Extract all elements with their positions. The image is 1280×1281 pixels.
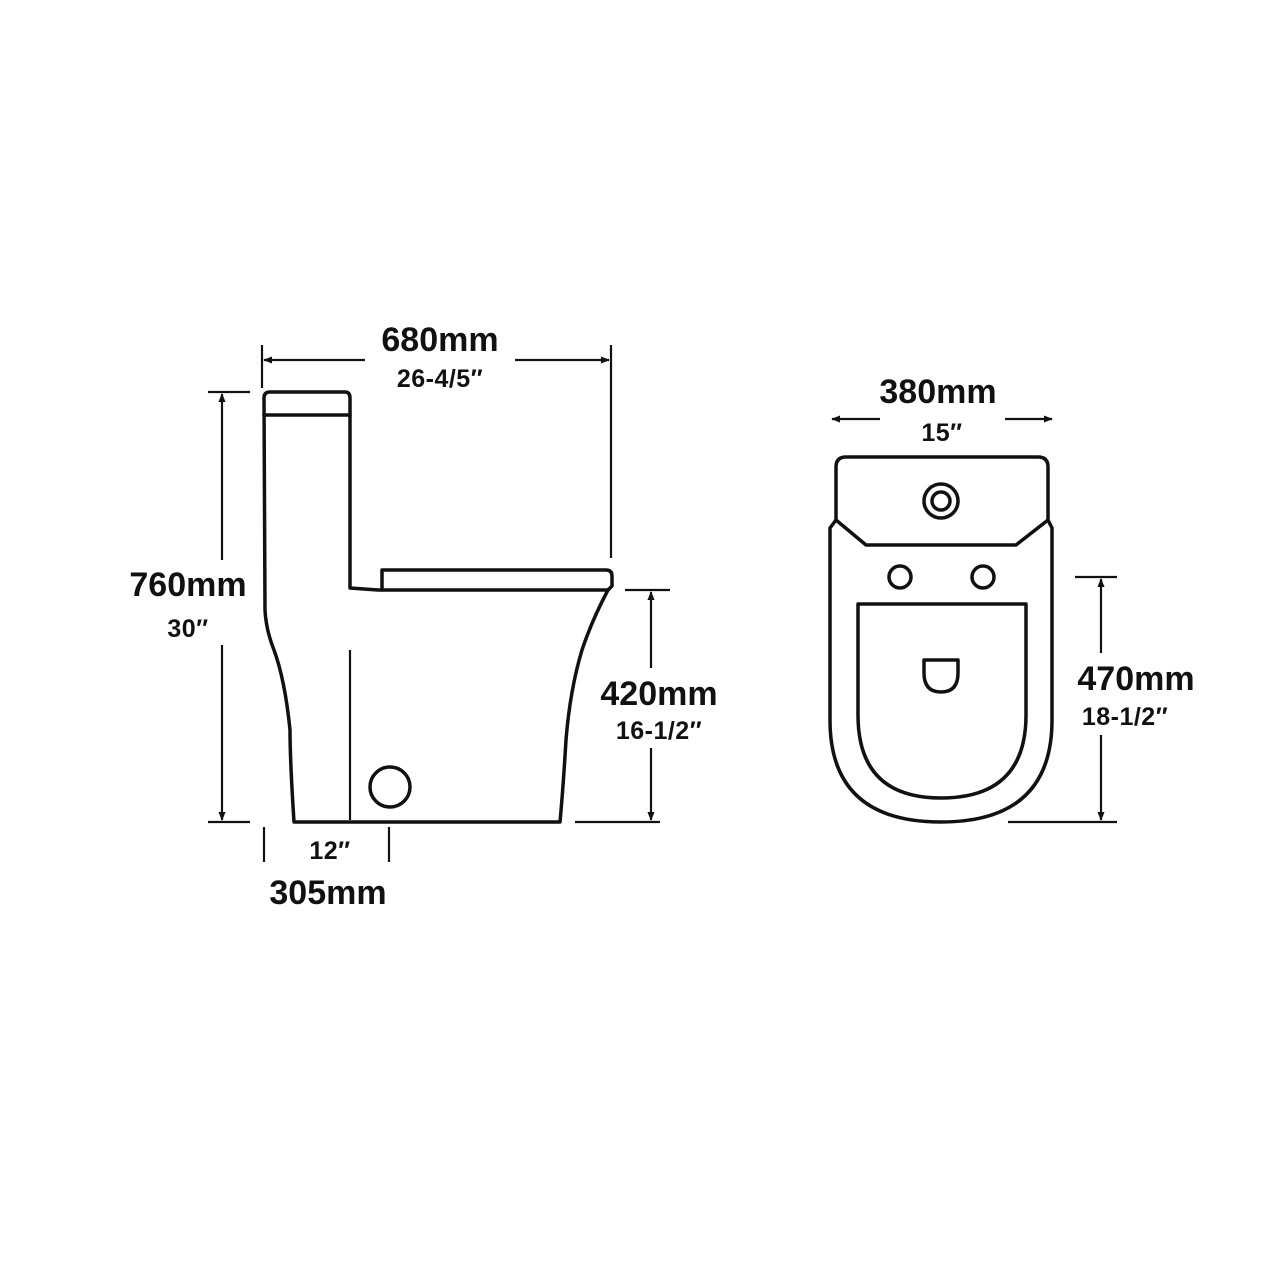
flush-button-outer	[922, 482, 960, 520]
height-inch-label: 30″	[167, 615, 208, 643]
seat-height-mm-label: 420mm	[600, 675, 717, 713]
side-view-toilet-body	[262, 390, 610, 824]
flush-button-inner	[930, 490, 952, 512]
top-view-bowl-inner	[856, 602, 1028, 800]
bowl-length-inch-label: 18-1/2″	[1082, 703, 1168, 731]
rough-in-inch-label: 12″	[309, 837, 350, 865]
seat-height-inch-label: 16-1/2″	[616, 717, 702, 745]
side-view-drain	[368, 765, 412, 809]
seat-bolt-right	[970, 564, 996, 590]
side-view-seat-lid	[380, 568, 614, 592]
height-mm-label: 760mm	[129, 566, 246, 604]
top-view-bowl-outer	[828, 518, 1054, 824]
seat-bolt-left	[887, 564, 913, 590]
top-view: 380mm 15″ 470mm 18-1/2″	[828, 370, 1210, 824]
top-view-tank	[834, 455, 1050, 547]
side-view: 680mm 26-4/5″ 760mm 30″ 420mm 16-1/2″ 12…	[115, 321, 730, 912]
rough-in-mm-label: 305mm	[269, 874, 386, 912]
width-mm-label: 380mm	[879, 373, 996, 411]
bowl-outlet	[922, 658, 960, 694]
length-mm-label: 680mm	[381, 321, 498, 359]
width-inch-label: 15″	[921, 419, 962, 447]
length-inch-label: 26-4/5″	[397, 365, 483, 393]
bowl-length-mm-label: 470mm	[1077, 660, 1194, 698]
